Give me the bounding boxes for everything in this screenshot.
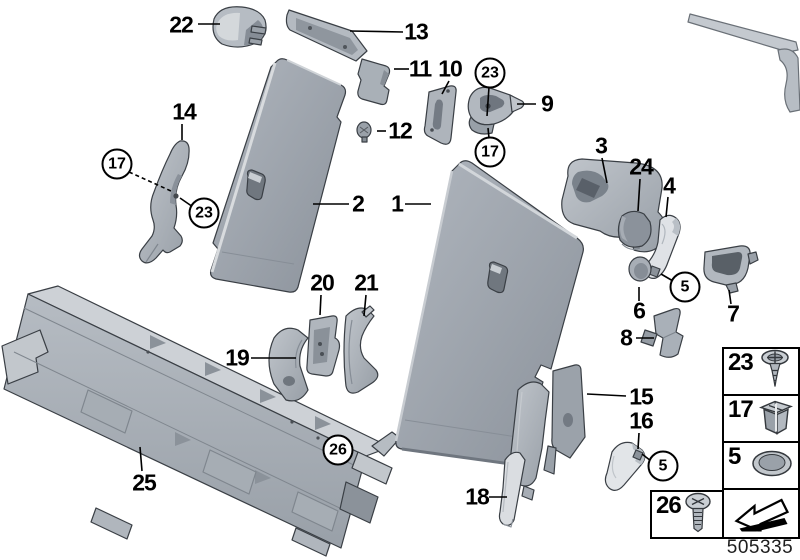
callout-24-20[interactable]: 24 (629, 153, 654, 180)
legend-ref-label: 17 (728, 396, 754, 423)
callout-8-6[interactable]: 8 (620, 324, 633, 351)
legend-ref-label: 23 (728, 349, 754, 376)
expansion-rivet-icon (755, 395, 795, 442)
callout-26-28[interactable]: 26 (322, 434, 354, 466)
callout-5-23[interactable]: 5 (647, 450, 679, 482)
diagram-number: 505335 (726, 537, 794, 558)
legend-ref-label: 5 (728, 443, 741, 470)
callout-22-19[interactable]: 22 (169, 11, 194, 38)
leader-line-4 (665, 196, 669, 218)
callout-17-25[interactable]: 17 (101, 148, 133, 180)
callout-12-10[interactable]: 12 (388, 117, 413, 144)
part-7-cup-bracket-drawing (703, 245, 759, 294)
callout-10-8[interactable]: 10 (438, 55, 463, 82)
legend-item-23[interactable]: 23 (724, 349, 798, 396)
callout-2-1[interactable]: 2 (352, 190, 365, 217)
callout-7-5[interactable]: 7 (727, 300, 740, 327)
callout-13-11[interactable]: 13 (404, 18, 429, 45)
callout-25-21[interactable]: 25 (132, 469, 157, 496)
leader-line-7 (728, 289, 732, 305)
leader-line-16 (637, 432, 640, 450)
leader-line-17 (487, 127, 490, 139)
part-2-backrest-panel-left-drawing (209, 58, 347, 293)
callout-17-24[interactable]: 17 (474, 136, 506, 168)
part-8-clip-bracket-drawing (640, 307, 684, 358)
callout-23-26[interactable]: 23 (474, 57, 506, 89)
callout-4-3[interactable]: 4 (663, 172, 676, 199)
direction-arrow-icon (730, 489, 794, 536)
callout-9-7[interactable]: 9 (541, 90, 554, 117)
callout-6-4[interactable]: 6 (633, 297, 646, 324)
part-4-release-handle-drawing (645, 214, 681, 279)
part-18-trim-strip-drawing (498, 451, 526, 528)
part-19-hinge-cover-drawing (268, 327, 309, 402)
callout-21-18[interactable]: 21 (354, 269, 379, 296)
cap-grommet-icon (749, 446, 795, 485)
callout-23-27[interactable]: 23 (188, 197, 220, 229)
callout-18-15[interactable]: 18 (465, 483, 490, 510)
leader-line-23 (486, 86, 490, 117)
leader-line-10 (441, 80, 450, 95)
leader-line-25 (139, 446, 143, 472)
leader-line-20 (319, 294, 322, 316)
legend-item-26[interactable]: 26 (650, 490, 724, 539)
part-21-hinge-cover-drawing (343, 305, 379, 394)
callout-15-13[interactable]: 15 (629, 383, 654, 410)
legend-item-5[interactable]: 5 (724, 443, 798, 490)
fastener-legend: 23 17 (722, 347, 800, 539)
legend-ref-label: 26 (656, 492, 682, 519)
part-14-side-trim-left-drawing (138, 140, 190, 264)
pan-head-screw-icon (682, 492, 714, 537)
legend-item-17[interactable]: 17 (724, 396, 798, 443)
part-24-cover-flap-drawing (617, 210, 652, 248)
part-20-hinge-cover-drawing (306, 315, 341, 377)
part-13-upper-trim-strip-drawing (285, 9, 368, 62)
leader-line-13 (349, 30, 404, 33)
leader-line-3 (601, 157, 608, 184)
part-16-release-handle-drawing (604, 441, 646, 491)
part-10-bracket-drawing (423, 85, 457, 145)
leader-line-17 (128, 171, 172, 192)
callout-3-2[interactable]: 3 (595, 132, 608, 159)
part-11-bracket-drawing (357, 58, 391, 106)
leader-line-21 (363, 294, 367, 317)
callout-1-0[interactable]: 1 (391, 190, 404, 217)
part-25-crossmember-beam-drawing (1, 285, 401, 557)
part-12-clip-drawing (356, 121, 372, 143)
callout-20-17[interactable]: 20 (310, 269, 335, 296)
callout-5-22[interactable]: 5 (669, 271, 701, 303)
callout-16-14[interactable]: 16 (629, 407, 654, 434)
leader-line-24 (637, 178, 641, 212)
part-22-cap-drawing (212, 6, 267, 48)
leader-line-15 (586, 393, 627, 397)
part-top-right-strip-drawing (687, 13, 800, 113)
part-9-belt-guide-drawing (467, 86, 525, 135)
legend-item-direction[interactable] (724, 490, 798, 535)
callout-14-12[interactable]: 14 (172, 98, 197, 125)
tapping-screw-icon (753, 348, 795, 395)
callout-19-16[interactable]: 19 (225, 344, 250, 371)
callout-11-9[interactable]: 11 (408, 55, 432, 82)
part-6-grommet-drawing (628, 256, 652, 282)
